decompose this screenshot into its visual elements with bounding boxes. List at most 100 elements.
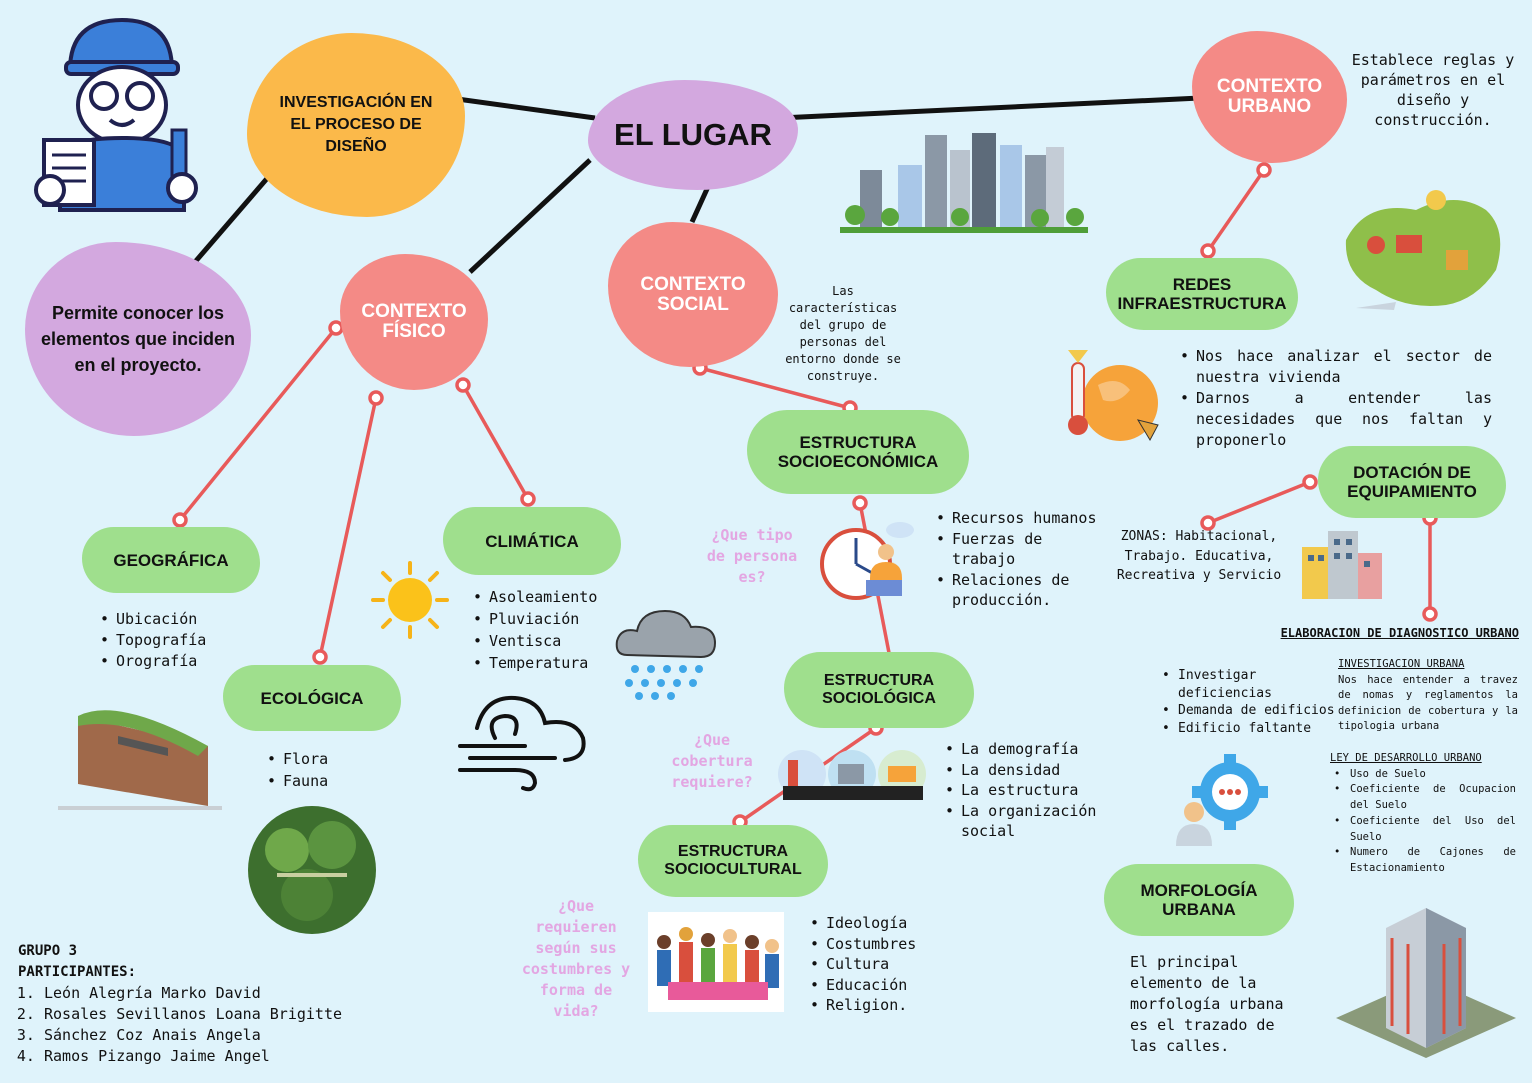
dotacion-node: DOTACIÓN DE EQUIPAMIENTO [1318, 446, 1506, 518]
engineer-icon [34, 17, 198, 212]
member-list: León Alegría Marko David Rosales Sevilla… [18, 983, 378, 1067]
list-item: Ideología [810, 913, 966, 934]
sociocultural-node: ESTRUCTURA SOCIOCULTURAL [638, 825, 828, 897]
list-item: Asoleamiento [473, 586, 639, 608]
crowd-icon [648, 912, 784, 1012]
geografica-list: Ubicación Topografía Orografía [98, 609, 256, 672]
list-item: Fauna [267, 770, 383, 792]
sociocultural-label: ESTRUCTURA SOCIOCULTURAL [664, 843, 802, 878]
socioeconomica-node: ESTRUCTURA SOCIOECONÓMICA [747, 410, 969, 494]
member-item: Ramos Pizango Jaime Angel [44, 1046, 378, 1067]
zonas-text: ZONAS: Habitacional, Trabajo. Educativa,… [1116, 529, 1282, 583]
permite-label: Permite conocer los elementos que incide… [40, 303, 236, 375]
sun-icon [371, 561, 449, 639]
sociocultural-question: ¿Que requieren según sus costumbres y fo… [521, 897, 631, 1020]
ecologica-label: ECOLÓGICA [260, 688, 364, 708]
list-item: Demanda de edificios [1162, 702, 1348, 720]
list-item: Topografía [100, 630, 256, 651]
list-item: Orografía [100, 651, 256, 672]
ley-block: LEY DE DESARROLLO URBANO Uso de Suelo Co… [1330, 751, 1516, 877]
investigacion-label: INVESTIGACIÓN EN EL PROCESO DE DISEÑO [279, 94, 433, 155]
list-item: Nos hace analizar el sector de nuestra v… [1180, 346, 1492, 388]
geografica-node: GEOGRÁFICA [82, 527, 260, 593]
list-item: La organización social [945, 801, 1121, 842]
list-item: Darnos a entender las necesidades que no… [1180, 388, 1492, 451]
morfologia-text: El principal elemento de la morfología u… [1130, 953, 1284, 1055]
central-node: EL LUGAR [588, 80, 798, 190]
list-item: La estructura [945, 780, 1121, 801]
redes-list: Nos hace analizar el sector de nuestra v… [1178, 346, 1492, 451]
contexto-fisico-label: CONTEXTO FÍSICO [361, 301, 467, 342]
buildings-icon [1302, 531, 1382, 599]
ley-list: Uso de Suelo Coeficiente de Ocupacion de… [1330, 767, 1516, 877]
investigacion-urbana-title: INVESTIGACION URBANA [1338, 658, 1465, 670]
socioeconomica-question: ¿Que tipo de persona es? [706, 526, 798, 586]
list-item: Coeficiente del Uso del Suelo [1334, 814, 1516, 845]
central-label: EL LUGAR [614, 117, 772, 152]
list-item: Relaciones de producción. [936, 570, 1102, 611]
climatica-list: Asoleamiento Pluviación Ventisca Tempera… [471, 586, 639, 674]
list-item: Edificio faltante [1162, 720, 1348, 738]
list-item: Religion. [810, 995, 966, 1016]
sociologica-list: La demografía La densidad La estructura … [943, 739, 1121, 842]
list-item: Costumbres [810, 934, 966, 955]
list-item: Ventisca [473, 630, 639, 652]
list-item: La densidad [945, 760, 1121, 781]
socioeconomica-label: ESTRUCTURA SOCIOECONÓMICA [777, 433, 939, 471]
geografica-label: GEOGRÁFICA [113, 550, 229, 570]
sociocultural-list: Ideología Costumbres Cultura Educación R… [808, 913, 966, 1016]
list-item: Coeficiente de Ocupacion del Suelo [1334, 782, 1516, 813]
list-item: Recursos humanos [936, 508, 1102, 529]
sociologica-question: ¿Que cobertura requiere? [671, 731, 753, 791]
contexto-social-node: CONTEXTO SOCIAL [608, 222, 778, 367]
list-item: La demografía [945, 739, 1121, 760]
member-item: León Alegría Marko David [44, 983, 378, 1004]
town-icon [778, 750, 926, 800]
grupo-block: GRUPO 3 PARTICIPANTES: León Alegría Mark… [18, 941, 378, 1067]
list-item: Uso de Suelo [1334, 767, 1516, 783]
diagnostico-list: Investigar deficiencias Demanda de edifi… [1160, 667, 1348, 737]
list-item: Ubicación [100, 609, 256, 630]
climatica-label: CLIMÁTICA [485, 531, 579, 551]
sociologica-node: ESTRUCTURA SOCIOLÓGICA [784, 652, 974, 728]
investigacion-urbana-text: Nos hace entender a travez de nomas y re… [1338, 673, 1518, 733]
climatica-node: CLIMÁTICA [443, 507, 621, 575]
forest-icon [248, 806, 376, 934]
list-item: Flora [267, 748, 383, 770]
landscape-icon [58, 710, 222, 810]
list-item: Educación [810, 975, 966, 996]
contexto-social-desc: Las características del grupo de persona… [785, 284, 901, 383]
globe-thermometer-icon [1068, 350, 1159, 442]
ley-title: LEY DE DESARROLLO URBANO [1330, 752, 1482, 764]
permite-node: Permite conocer los elementos que incide… [25, 242, 251, 436]
list-item: Numero de Cajones de Estacionamiento [1334, 845, 1516, 876]
member-item: Rosales Sevillanos Loana Brigitte [44, 1004, 378, 1025]
diagnostico-title: ELABORACION DE DIAGNOSTICO URBANO [1280, 626, 1519, 640]
redes-label: REDES INFRAESTRUCTURA [1117, 275, 1287, 313]
contexto-social-label: CONTEXTO SOCIAL [640, 273, 746, 315]
ecologica-list: Flora Fauna [265, 748, 383, 792]
contexto-urbano-label: CONTEXTO URBANO [1216, 76, 1323, 117]
morfologia-node: MORFOLOGÍA URBANA [1104, 864, 1294, 936]
worker-laptop-icon [820, 522, 914, 600]
grupo-subtitle: PARTICIPANTES: [18, 964, 137, 980]
ecologica-node: ECOLÓGICA [223, 665, 401, 731]
sociologica-label: ESTRUCTURA SOCIOLÓGICA [822, 672, 936, 707]
grupo-title: GRUPO 3 [18, 943, 78, 959]
contexto-urbano-node: CONTEXTO URBANO [1192, 31, 1347, 163]
city-skyline-icon [840, 133, 1088, 233]
list-item: Cultura [810, 954, 966, 975]
member-item: Sánchez Coz Anais Angela [44, 1025, 378, 1046]
tower-building-icon [1336, 908, 1516, 1058]
list-item: Fuerzas de trabajo [936, 529, 1102, 570]
gear-chat-icon [1176, 754, 1268, 846]
redes-node: REDES INFRAESTRUCTURA [1106, 258, 1298, 330]
investigacion-node: INVESTIGACIÓN EN EL PROCESO DE DISEÑO [247, 33, 465, 217]
contexto-urbano-desc: Establece reglas y parámetros en el dise… [1351, 51, 1515, 129]
wind-icon [458, 695, 586, 792]
socioeconomica-list: Recursos humanos Fuerzas de trabajo Rela… [934, 508, 1102, 611]
rain-cloud-icon [615, 609, 717, 700]
investigacion-urbana-block: INVESTIGACION URBANA Nos hace entender a… [1338, 657, 1518, 735]
